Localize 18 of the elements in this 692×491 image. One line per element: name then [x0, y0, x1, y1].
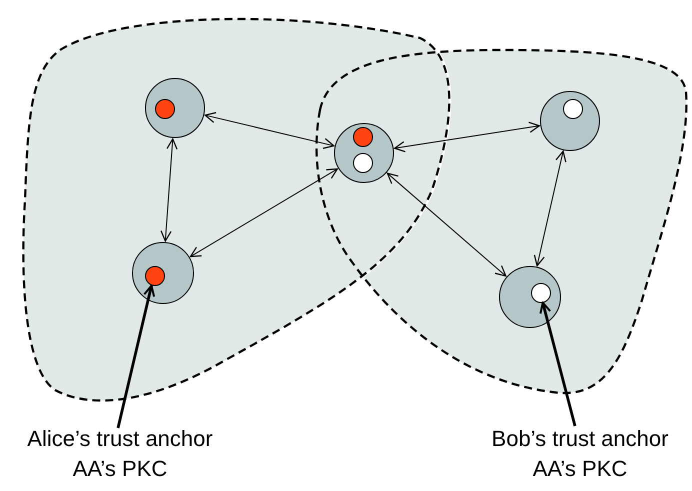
dot-marker — [353, 153, 373, 173]
annotation-label: Alice’s trust anchor — [26, 425, 214, 453]
dot-marker — [531, 283, 551, 303]
annotation-label: AA’s PKC — [72, 455, 168, 483]
arrow — [386, 172, 506, 277]
dot-marker — [563, 99, 583, 119]
arrow — [394, 122, 540, 152]
dot-marker — [145, 266, 165, 286]
arrow — [534, 150, 566, 266]
arrow — [190, 168, 338, 258]
annotation-label: AA’s PKC — [532, 455, 628, 483]
dot-marker — [155, 99, 175, 119]
arrow — [160, 138, 178, 242]
leader-line — [539, 302, 576, 426]
dot-marker — [353, 127, 373, 147]
arrow — [204, 112, 334, 149]
annotation-label: Bob’s trust anchor — [490, 425, 670, 453]
leader-line — [116, 284, 156, 428]
